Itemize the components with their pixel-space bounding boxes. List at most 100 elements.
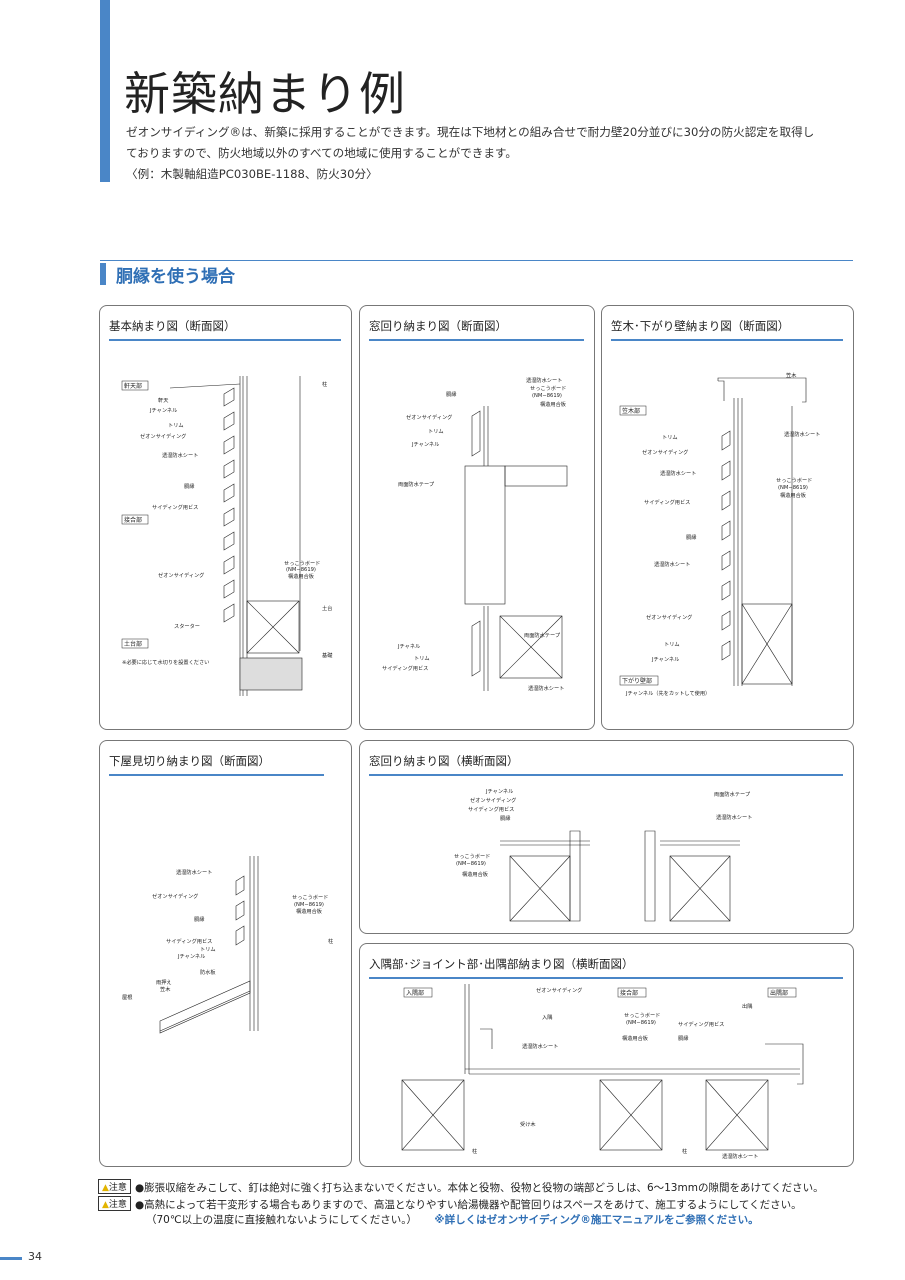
diagram-label: Jチャンネル — [651, 656, 679, 663]
diagram-label: 柱 — [472, 1147, 477, 1155]
panel-title-rule — [109, 339, 341, 341]
panel-title: 入隅部･ジョイント部･出隅部納まり図（横断面図） — [369, 957, 634, 971]
panel-coping-section: 笠木･下がり壁納まり図（断面図） 笠木部 下がり壁部 笠木 透湿防水シート トリ… — [601, 305, 854, 730]
note-1: ▲注意●膨張収縮をみこして、釘は絶対に強く打ち込まないでください。本体と役物、役… — [98, 1179, 824, 1195]
tag-sill: 土台部 — [124, 640, 142, 648]
caution-badge: ▲注意 — [98, 1196, 131, 1211]
diagram-label: 透湿防水シート — [162, 451, 198, 459]
diagram-label: サイディング用ビス — [678, 1020, 724, 1028]
lean-to-section-diagram: 透湿防水シート ゼオンサイディング せっこうボード (NM−8619) 構造用合… — [122, 856, 333, 1034]
diagram-label: 軒天 — [158, 397, 168, 404]
diagram-label: (NM−8619) — [532, 393, 562, 399]
diagram-label: 構造用合板 — [622, 1034, 649, 1042]
diagram-label: (NM−8619) — [294, 902, 324, 908]
diagram-label: 柱 — [322, 380, 327, 388]
diagram-label: 透湿防水シート — [654, 560, 690, 568]
note-2-continued: （70℃以上の温度に直接触れないようにしてください。） ※詳しくはゼオンサイディ… — [146, 1212, 759, 1227]
diagram-label: 胴縁 — [678, 1034, 688, 1042]
diagram-label: 雨押え — [156, 978, 172, 986]
diagram-label: 構造用合板 — [288, 572, 315, 580]
diagram-label: せっこうボード — [454, 852, 490, 860]
diagram-label: Jチャンネル — [177, 953, 205, 960]
panel-title-rule — [369, 339, 584, 341]
diagram-label: 構造用合板 — [462, 870, 489, 878]
diagram-label: トリム — [428, 428, 444, 435]
diagram-label: (NM−8619) — [286, 567, 316, 573]
diagram-label: トリム — [414, 655, 430, 662]
title-accent-bar — [100, 0, 110, 182]
diagram-label: (NM−8619) — [626, 1020, 656, 1026]
diagram-label: Jチャネル — [397, 643, 420, 650]
diagram-label: 柱 — [682, 1147, 687, 1155]
panel-title-rule — [611, 339, 843, 341]
tag-joint: 接合部 — [620, 989, 638, 997]
diagram-label: せっこうボード — [624, 1011, 660, 1019]
diagram-label: せっこうボード — [284, 559, 320, 567]
diagram-label: トリム — [662, 434, 678, 441]
panel-title-rule — [369, 977, 843, 979]
coping-section-diagram: 笠木部 下がり壁部 笠木 透湿防水シート トリム ゼオンサイディング 透湿防水シ… — [619, 371, 820, 697]
tag-outside-corner: 出隅部 — [770, 989, 788, 997]
diagram-label: 透湿防水シート — [716, 813, 752, 821]
diagram-label: 透湿防水シート — [660, 469, 696, 477]
diagram-label: ゼオンサイディング — [158, 571, 204, 579]
panel-window-plan: 窓回り納まり図（横断面図） Jチャンネル ゼオンサイディング サイディング用ビス… — [359, 740, 854, 934]
diagram-label: 透湿防水シート — [176, 868, 212, 876]
page-title: 新築納まり例 — [124, 67, 406, 121]
tag-coping: 笠木部 — [622, 407, 640, 415]
tag-inside-corner: 入隅部 — [406, 989, 424, 997]
panel-title-rule — [109, 774, 324, 776]
diagram-label: 胴縁 — [686, 533, 696, 541]
diagram-label: せっこうボード — [292, 893, 328, 901]
diagram-label: サイディング用ビス — [644, 498, 690, 506]
diagram-label: 笠木 — [786, 371, 797, 379]
diagram-label: 基礎 — [322, 651, 333, 659]
page-number-bar — [0, 1257, 22, 1260]
diagram-label: 出隅 — [742, 1002, 752, 1010]
diagram-label: 透湿防水シート — [522, 1042, 558, 1050]
diagram-label: Jチャンネル（先をカットして使用） — [625, 689, 710, 697]
section-title: 胴縁を使う場合 — [116, 267, 235, 287]
diagram-label: 透湿防水シート — [526, 376, 562, 384]
diagram-label: 胴縁 — [446, 390, 456, 398]
manual-reference: ※詳しくはゼオンサイディング®施工マニュアルをご参照ください。 — [434, 1214, 759, 1226]
diagram-label: Jチャンネル — [149, 407, 177, 414]
page-number: 34 — [28, 1250, 42, 1263]
tag-eaves: 軒天部 — [124, 382, 142, 390]
diagram-label: 両面防水テープ — [714, 790, 751, 798]
diagram-label: ゼオンサイディング — [140, 432, 186, 440]
panel-title: 笠木･下がり壁納まり図（断面図） — [611, 319, 790, 333]
window-section-diagram: 透湿防水シート せっこうボード (NM−8619) 構造用合板 胴縁 ゼオンサイ… — [382, 376, 568, 692]
diagram-label: 構造用合板 — [540, 400, 567, 408]
diagram-label: ゼオンサイディング — [152, 892, 198, 900]
diagram-label: 胴縁 — [500, 814, 510, 822]
diagram-label: Jチャンネル — [485, 788, 513, 795]
diagram-label: サイディング用ビス — [382, 664, 428, 672]
diagram-label: ゼオンサイディング — [642, 448, 688, 456]
panel-title-rule — [369, 774, 843, 776]
diagram-label: 両面防水テープ — [524, 631, 561, 639]
diagram-label: 透湿防水シート — [722, 1152, 758, 1160]
note-2: ▲注意●高熱によって若干変形する場合もありますので、高温となりやすい給湯機器や配… — [98, 1196, 802, 1212]
diagram-label: 胴縁 — [194, 915, 204, 923]
section-marker — [100, 263, 106, 285]
diagram-label: トリム — [664, 641, 680, 648]
diagram-label: ゼオンサイディング — [536, 986, 582, 994]
note-text-continued: （70℃以上の温度に直接触れないようにしてください。） — [146, 1214, 418, 1226]
diagram-label: トリム — [200, 946, 216, 953]
panel-title: 基本納まり図（断面図） — [109, 319, 236, 333]
diagram-label: 入隅 — [542, 1013, 552, 1021]
diagram-label: 構造用合板 — [296, 907, 323, 915]
panel-title: 下屋見切り納まり図（断面図） — [109, 754, 270, 768]
diagram-label: スターター — [174, 622, 200, 630]
diagram-label: せっこうボード — [776, 476, 812, 484]
diagram-label: 胴縁 — [184, 482, 194, 490]
panel-window-section: 窓回り納まり図（断面図） 透湿防水シート せっこうボード (NM−8619) 構… — [359, 305, 595, 730]
diagram-label: せっこうボード — [530, 384, 566, 392]
note-text: ●膨張収縮をみこして、釘は絶対に強く打ち込まないでください。本体と役物、役物と役… — [134, 1182, 824, 1194]
diagram-label: 防水板 — [200, 968, 216, 976]
panel-corner-plan: 入隅部･ジョイント部･出隅部納まり図（横断面図） 入隅部 接合部 出隅部 ゼオン… — [359, 943, 854, 1167]
window-plan-diagram: Jチャンネル ゼオンサイディング サイディング用ビス 胴縁 せっこうボード (N… — [454, 788, 752, 922]
diagram-label: 屋根 — [122, 993, 132, 1001]
diagram-label: 柱 — [328, 937, 333, 945]
